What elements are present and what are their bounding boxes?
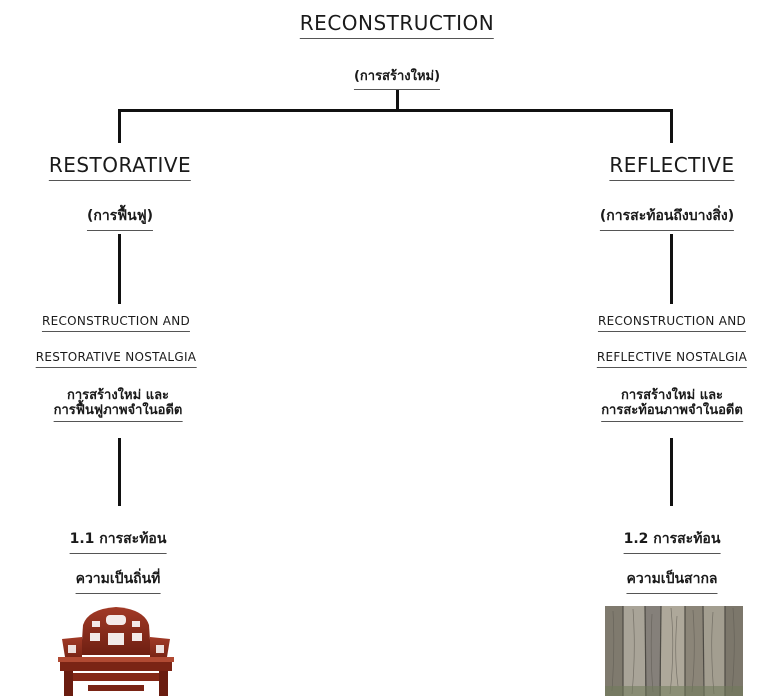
root-subtitle: (การสร้างใหม่) <box>353 65 441 90</box>
left-concept-line1: RECONSTRUCTION AND <box>41 314 191 332</box>
root-title: RECONSTRUCTION <box>299 11 495 39</box>
left-thai-description: การสร้างใหม่ และ การฟื้นฟูภาพจำในอดีต <box>53 388 183 422</box>
left-title: RESTORATIVE <box>48 153 192 181</box>
left-example-line2: ความเป็นถิ่นที่ <box>75 568 161 594</box>
left-subtitle: (การฟื้นฟู) <box>86 205 154 231</box>
wood-planks-image <box>605 606 743 696</box>
branch-horizontal <box>118 109 673 112</box>
root-stem <box>396 89 399 111</box>
right-thai-description: การสร้างใหม่ และ การสะท้อนภาพจำในอดีต <box>601 388 743 422</box>
left-connector-1 <box>118 234 121 304</box>
right-connector-2 <box>670 438 673 506</box>
right-thai-line1: การสร้างใหม่ และ <box>620 388 724 403</box>
left-connector-2 <box>118 438 121 506</box>
throne-chair-image <box>48 603 184 696</box>
weathered-wood-planks-icon <box>605 606 743 696</box>
right-example-line2: ความเป็นสากล <box>626 568 718 594</box>
right-concept-line2: REFLECTIVE NOSTALGIA <box>596 350 748 368</box>
left-thai-line2: การฟื้นฟูภาพจำในอดีต <box>53 403 183 422</box>
right-branch-drop <box>670 109 673 143</box>
right-title: REFLECTIVE <box>609 153 735 181</box>
right-thai-line2: การสะท้อนภาพจำในอดีต <box>601 403 743 422</box>
right-example-line1: 1.2 การสะท้อน <box>623 528 721 554</box>
right-concept-line1: RECONSTRUCTION AND <box>597 314 747 332</box>
right-subtitle: (การสะท้อนถึงบางสิ่ง) <box>599 205 735 231</box>
left-branch-drop <box>118 109 121 143</box>
right-connector-1 <box>670 234 673 304</box>
left-thai-line1: การสร้างใหม่ และ <box>66 388 170 403</box>
left-concept-line2: RESTORATIVE NOSTALGIA <box>35 350 197 368</box>
left-example-line1: 1.1 การสะท้อน <box>69 528 167 554</box>
carved-wooden-throne-chair-icon <box>58 607 174 696</box>
